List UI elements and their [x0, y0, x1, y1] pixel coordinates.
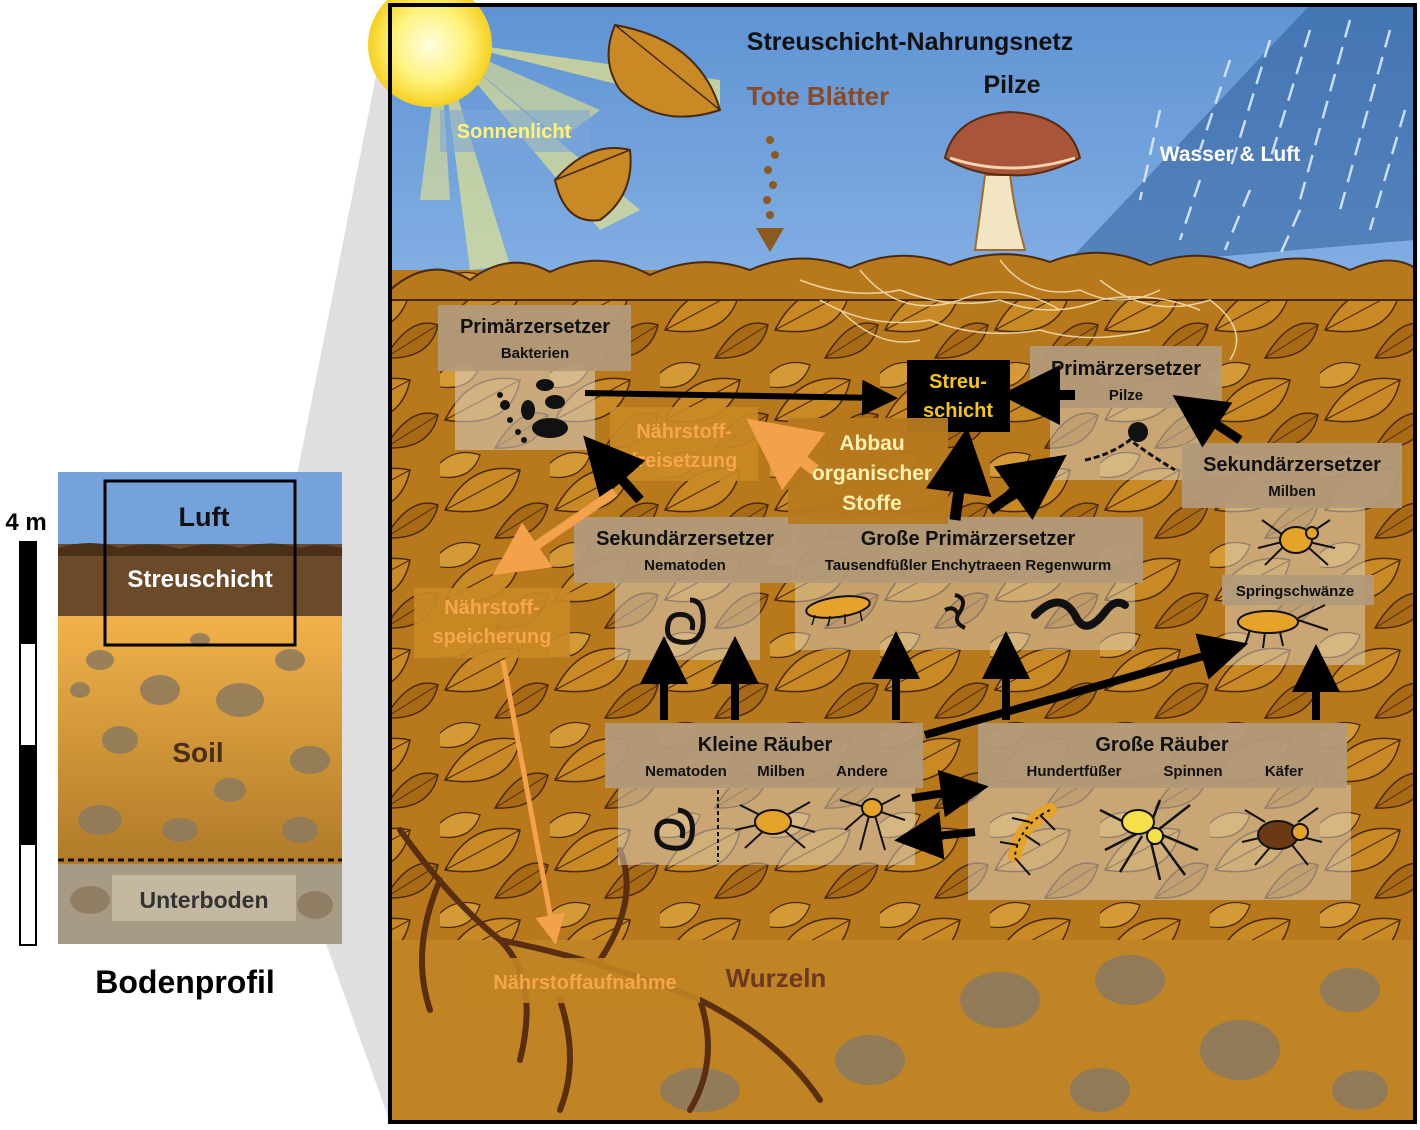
scale-bar: 4 m — [5, 509, 47, 946]
litter-box-line2: schicht — [923, 400, 993, 422]
small-predators-sub-nematodes: Nematoden — [645, 763, 727, 780]
primary-bacteria-title: Primärzersetzer — [460, 316, 610, 338]
rain-beam — [1060, 5, 1415, 270]
fungal-hyphae — [799, 259, 1238, 361]
label-fungi-top: Pilze — [984, 71, 1041, 99]
fungi-hyphae-icon — [1084, 422, 1176, 472]
box-secondary-nematodes — [574, 517, 794, 583]
label-dead-leaves: Tote Blätter — [747, 81, 890, 111]
box-large-predators — [978, 723, 1347, 788]
primary-bacteria-sub: Bakterien — [501, 345, 569, 362]
arrow-large-to-small-pred — [894, 811, 976, 860]
small-predators-sub-other: Andere — [836, 763, 888, 780]
predator-other-icon — [839, 794, 906, 851]
arrow-nutrient-uptake — [500, 659, 566, 945]
roots-label: Wurzeln — [726, 963, 827, 993]
arrow-small-to-large-pred — [911, 769, 989, 818]
millipede-icon — [805, 595, 871, 627]
profile-caption: Bodenprofil — [95, 964, 275, 1000]
box-nutrient-uptake — [470, 958, 700, 1003]
spider-icon — [1099, 799, 1199, 881]
arrow-small-pred-springtails — [923, 633, 1249, 739]
decomposition-line3: Stoffe — [842, 492, 902, 515]
nutrient-release-line1: Nährstoff- — [636, 421, 732, 443]
panel-nematodes — [615, 580, 760, 660]
box-large-primary — [792, 517, 1143, 583]
large-predators-sub-beetles: Käfer — [1265, 763, 1304, 780]
springtails-label: Springschwänze — [1236, 583, 1354, 600]
label-soil: Soil — [172, 737, 223, 768]
secondary-nematodes-title: Sekundärzersetzer — [596, 528, 774, 550]
panel-fungi — [1050, 405, 1200, 480]
large-predators-title: Große Räuber — [1095, 734, 1229, 756]
label-water-air: Wasser & Luft — [1160, 143, 1300, 166]
diagram-title: Streuschicht-Nahrungsnetz — [747, 28, 1073, 56]
small-predators-sub-mites: Milben — [757, 763, 805, 780]
panel-frame — [388, 3, 1417, 1124]
falling-leaves — [553, 23, 722, 222]
leaf-trail — [756, 136, 784, 252]
label-sunlight: Sonnenlicht — [457, 121, 572, 143]
primary-fungi-sub: Pilze — [1109, 387, 1143, 404]
earthworm-icon — [1031, 598, 1129, 630]
large-primary-title: Große Primärzersetzer — [861, 528, 1076, 550]
centipede-icon — [999, 803, 1057, 876]
arrow-nematodes-bacteria — [583, 435, 646, 504]
arrow-mites-fungi — [1172, 395, 1243, 448]
label-litter: Streuschicht — [127, 566, 272, 593]
food-web-panel: Streuschicht-Nahrungsnetz Pilze Tote Blä… — [368, 0, 1417, 1124]
large-primary-sub: Tausendfüßler Enchytraeen Regenwurm — [825, 557, 1111, 574]
secondary-mites-sub: Milben — [1268, 483, 1316, 500]
litter-box-line1: Streu- — [929, 371, 987, 393]
nutrient-release-line2: freisetzung — [631, 450, 738, 472]
arrow-nutrient-storage — [492, 488, 618, 576]
small-predators-title: Kleine Räuber — [698, 734, 833, 756]
large-predators-sub-centipedes: Hundertfüßer — [1027, 763, 1122, 780]
zoom-frame — [103, 479, 297, 647]
label-air: Luft — [179, 502, 230, 532]
springtail-icon — [1237, 604, 1329, 649]
nutrient-uptake-label: Nährstoffaufnahme — [493, 972, 676, 994]
soil-profile: Luft Streuschicht Soil Unterboden Bodenp… — [5, 5, 390, 1122]
decomposition-line2: organischer — [812, 462, 932, 485]
predator-nematode-icon — [654, 807, 695, 851]
mushroom-icon — [943, 110, 1082, 251]
beetle-icon — [1241, 807, 1323, 866]
mite-icon — [1257, 519, 1336, 566]
arrow-bacteria-litter — [584, 379, 898, 416]
enchytraeid-icon — [944, 593, 966, 630]
label-subsoil: Unterboden — [139, 887, 268, 913]
secondary-nematodes-sub: Nematoden — [644, 557, 726, 574]
bacteria-icon — [497, 379, 568, 443]
arrows — [492, 365, 1340, 945]
primary-fungi-title: Primärzersetzer — [1051, 358, 1201, 380]
nutrient-storage-line1: Nährstoff- — [444, 597, 540, 619]
box-secondary-mites — [1182, 443, 1402, 508]
arrow-large-primary-fungi — [986, 454, 1067, 521]
secondary-mites-title: Sekundärzersetzer — [1203, 454, 1381, 476]
box-small-predators — [605, 723, 923, 788]
nutrient-storage-line2: speicherung — [433, 626, 552, 648]
arrow-nutrient-release — [746, 418, 826, 491]
large-predators-sub-spiders: Spinnen — [1163, 763, 1222, 780]
box-nutrient-storage — [414, 588, 570, 658]
decomposition-line1: Abbau — [839, 432, 904, 455]
box-primary-bacteria — [438, 305, 631, 371]
scale-label: 4 m — [5, 509, 46, 536]
box-springtails — [1222, 575, 1374, 605]
arrow-large-primary-litter — [925, 427, 992, 521]
predator-mite-icon — [734, 801, 816, 849]
